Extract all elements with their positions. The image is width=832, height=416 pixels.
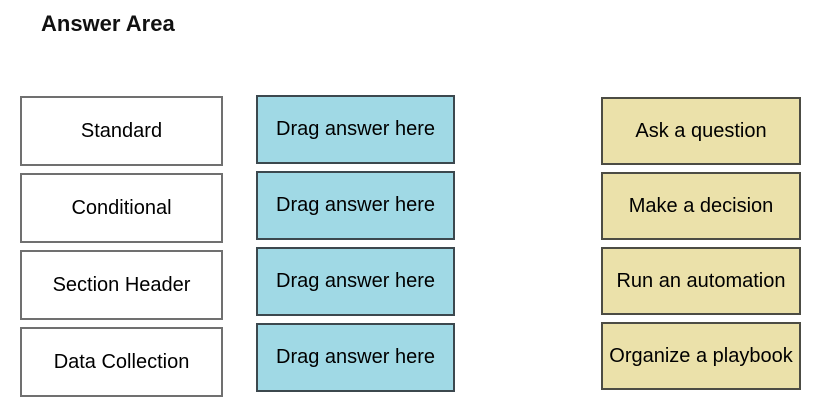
drop-zone-conditional[interactable]: Drag answer here	[256, 171, 455, 240]
answer-tile-run-an-automation[interactable]: Run an automation	[601, 247, 801, 315]
answer-tile-label: Make a decision	[628, 194, 774, 217]
answer-tile-label: Ask a question	[635, 119, 767, 142]
answer-tile-label: Run an automation	[616, 269, 786, 292]
drop-zone-label: Drag answer here	[276, 270, 435, 292]
drop-zone-label: Drag answer here	[276, 346, 435, 368]
drop-zone-label: Drag answer here	[276, 194, 435, 216]
answer-tile-label: Organize a playbook	[609, 344, 793, 367]
answers-column: Ask a question Make a decision Run an au…	[601, 97, 801, 390]
drop-zones-column: Drag answer here Drag answer here Drag a…	[256, 95, 455, 392]
drop-zone-section-header[interactable]: Drag answer here	[256, 247, 455, 316]
answer-tile-ask-a-question[interactable]: Ask a question	[601, 97, 801, 165]
category-label: Section Header	[52, 273, 191, 296]
answer-tile-organize-a-playbook[interactable]: Organize a playbook	[601, 322, 801, 390]
category-box-conditional: Conditional	[20, 173, 223, 243]
category-box-section-header: Section Header	[20, 250, 223, 320]
categories-column: Standard Conditional Section Header Data…	[20, 96, 223, 397]
category-box-standard: Standard	[20, 96, 223, 166]
drop-zone-label: Drag answer here	[276, 118, 435, 140]
answer-area-title: Answer Area	[41, 11, 175, 36]
category-label: Data Collection	[53, 350, 190, 373]
drop-zone-data-collection[interactable]: Drag answer here	[256, 323, 455, 392]
drop-zone-standard[interactable]: Drag answer here	[256, 95, 455, 164]
category-box-data-collection: Data Collection	[20, 327, 223, 397]
category-label: Standard	[80, 119, 163, 142]
answer-tile-make-a-decision[interactable]: Make a decision	[601, 172, 801, 240]
category-label: Conditional	[71, 196, 172, 219]
